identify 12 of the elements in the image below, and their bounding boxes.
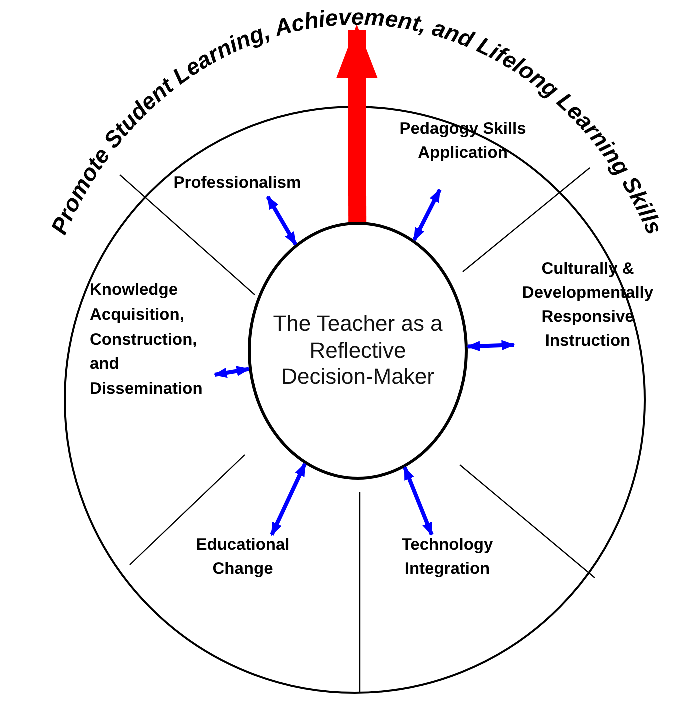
arrow [412,188,442,242]
sector-label: Technology Integration [375,534,520,582]
arrow [403,466,434,536]
arrow [266,196,298,246]
arrow [336,24,378,222]
center-label: The Teacher as a Reflective Decision-Maker [273,311,443,391]
sector-label: Educational Change [168,534,318,582]
arrow [270,462,307,536]
arrow [466,340,516,352]
arrow [214,366,250,378]
sector-label: Knowledge Acquisition, Construction, and Dissemination [90,278,215,402]
sector-label: Professionalism [150,172,325,196]
